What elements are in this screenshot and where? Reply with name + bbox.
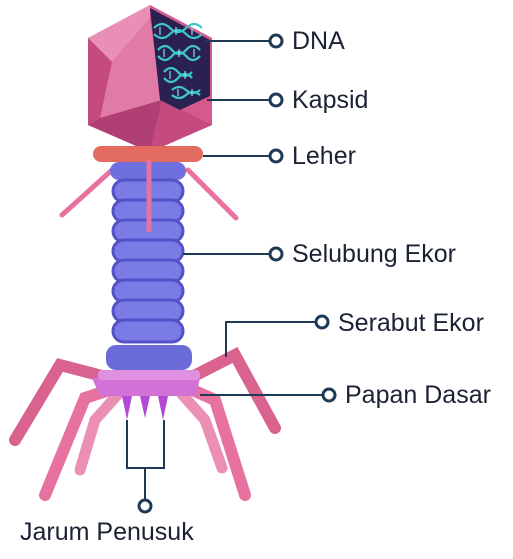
- leader-lines: [126, 40, 325, 502]
- dna-window: [150, 8, 210, 110]
- label-serabut-ekor: Serabut Ekor: [338, 309, 484, 337]
- label-papan-dasar: Papan Dasar: [345, 381, 491, 409]
- leader-serabut: [225, 321, 318, 357]
- capsid: [88, 5, 212, 152]
- baseplate: [92, 370, 200, 396]
- label-jarum-penusuk: Jarum Penusuk: [20, 518, 194, 546]
- baseplate-top: [98, 370, 200, 380]
- label-dna: DNA: [292, 27, 345, 55]
- collar: [93, 146, 203, 162]
- tail-fiber-center-left: [74, 386, 126, 476]
- tail-sheath: [106, 160, 192, 370]
- sheath-coils: [111, 178, 185, 344]
- label-leher: Leher: [292, 142, 356, 170]
- whiskers: [59, 167, 239, 221]
- capsid-facet-bottom: [88, 100, 162, 152]
- label-kapsid: Kapsid: [292, 86, 369, 114]
- leader-jarum: [126, 420, 165, 469]
- capsid-facet-top: [88, 5, 150, 62]
- capsid-facet-mid: [100, 18, 162, 118]
- capsid-facet-bottom-right: [150, 100, 212, 152]
- tail-fiber-right-outer: [184, 347, 281, 434]
- tail-fiber-left-outer: [9, 358, 116, 446]
- sheath-bottom: [106, 345, 192, 370]
- tail-fiber-center-right: [174, 386, 228, 474]
- label-selubung-ekor: Selubung Ekor: [292, 240, 457, 268]
- tail-fiber-right-inner: [182, 382, 251, 501]
- dna-strands: [153, 22, 203, 100]
- capsid-facet-left: [88, 38, 112, 125]
- leader-dots: [137, 33, 337, 514]
- baseplate-body: [92, 378, 200, 396]
- dna-rungs: [159, 27, 195, 96]
- spikes: [122, 396, 168, 420]
